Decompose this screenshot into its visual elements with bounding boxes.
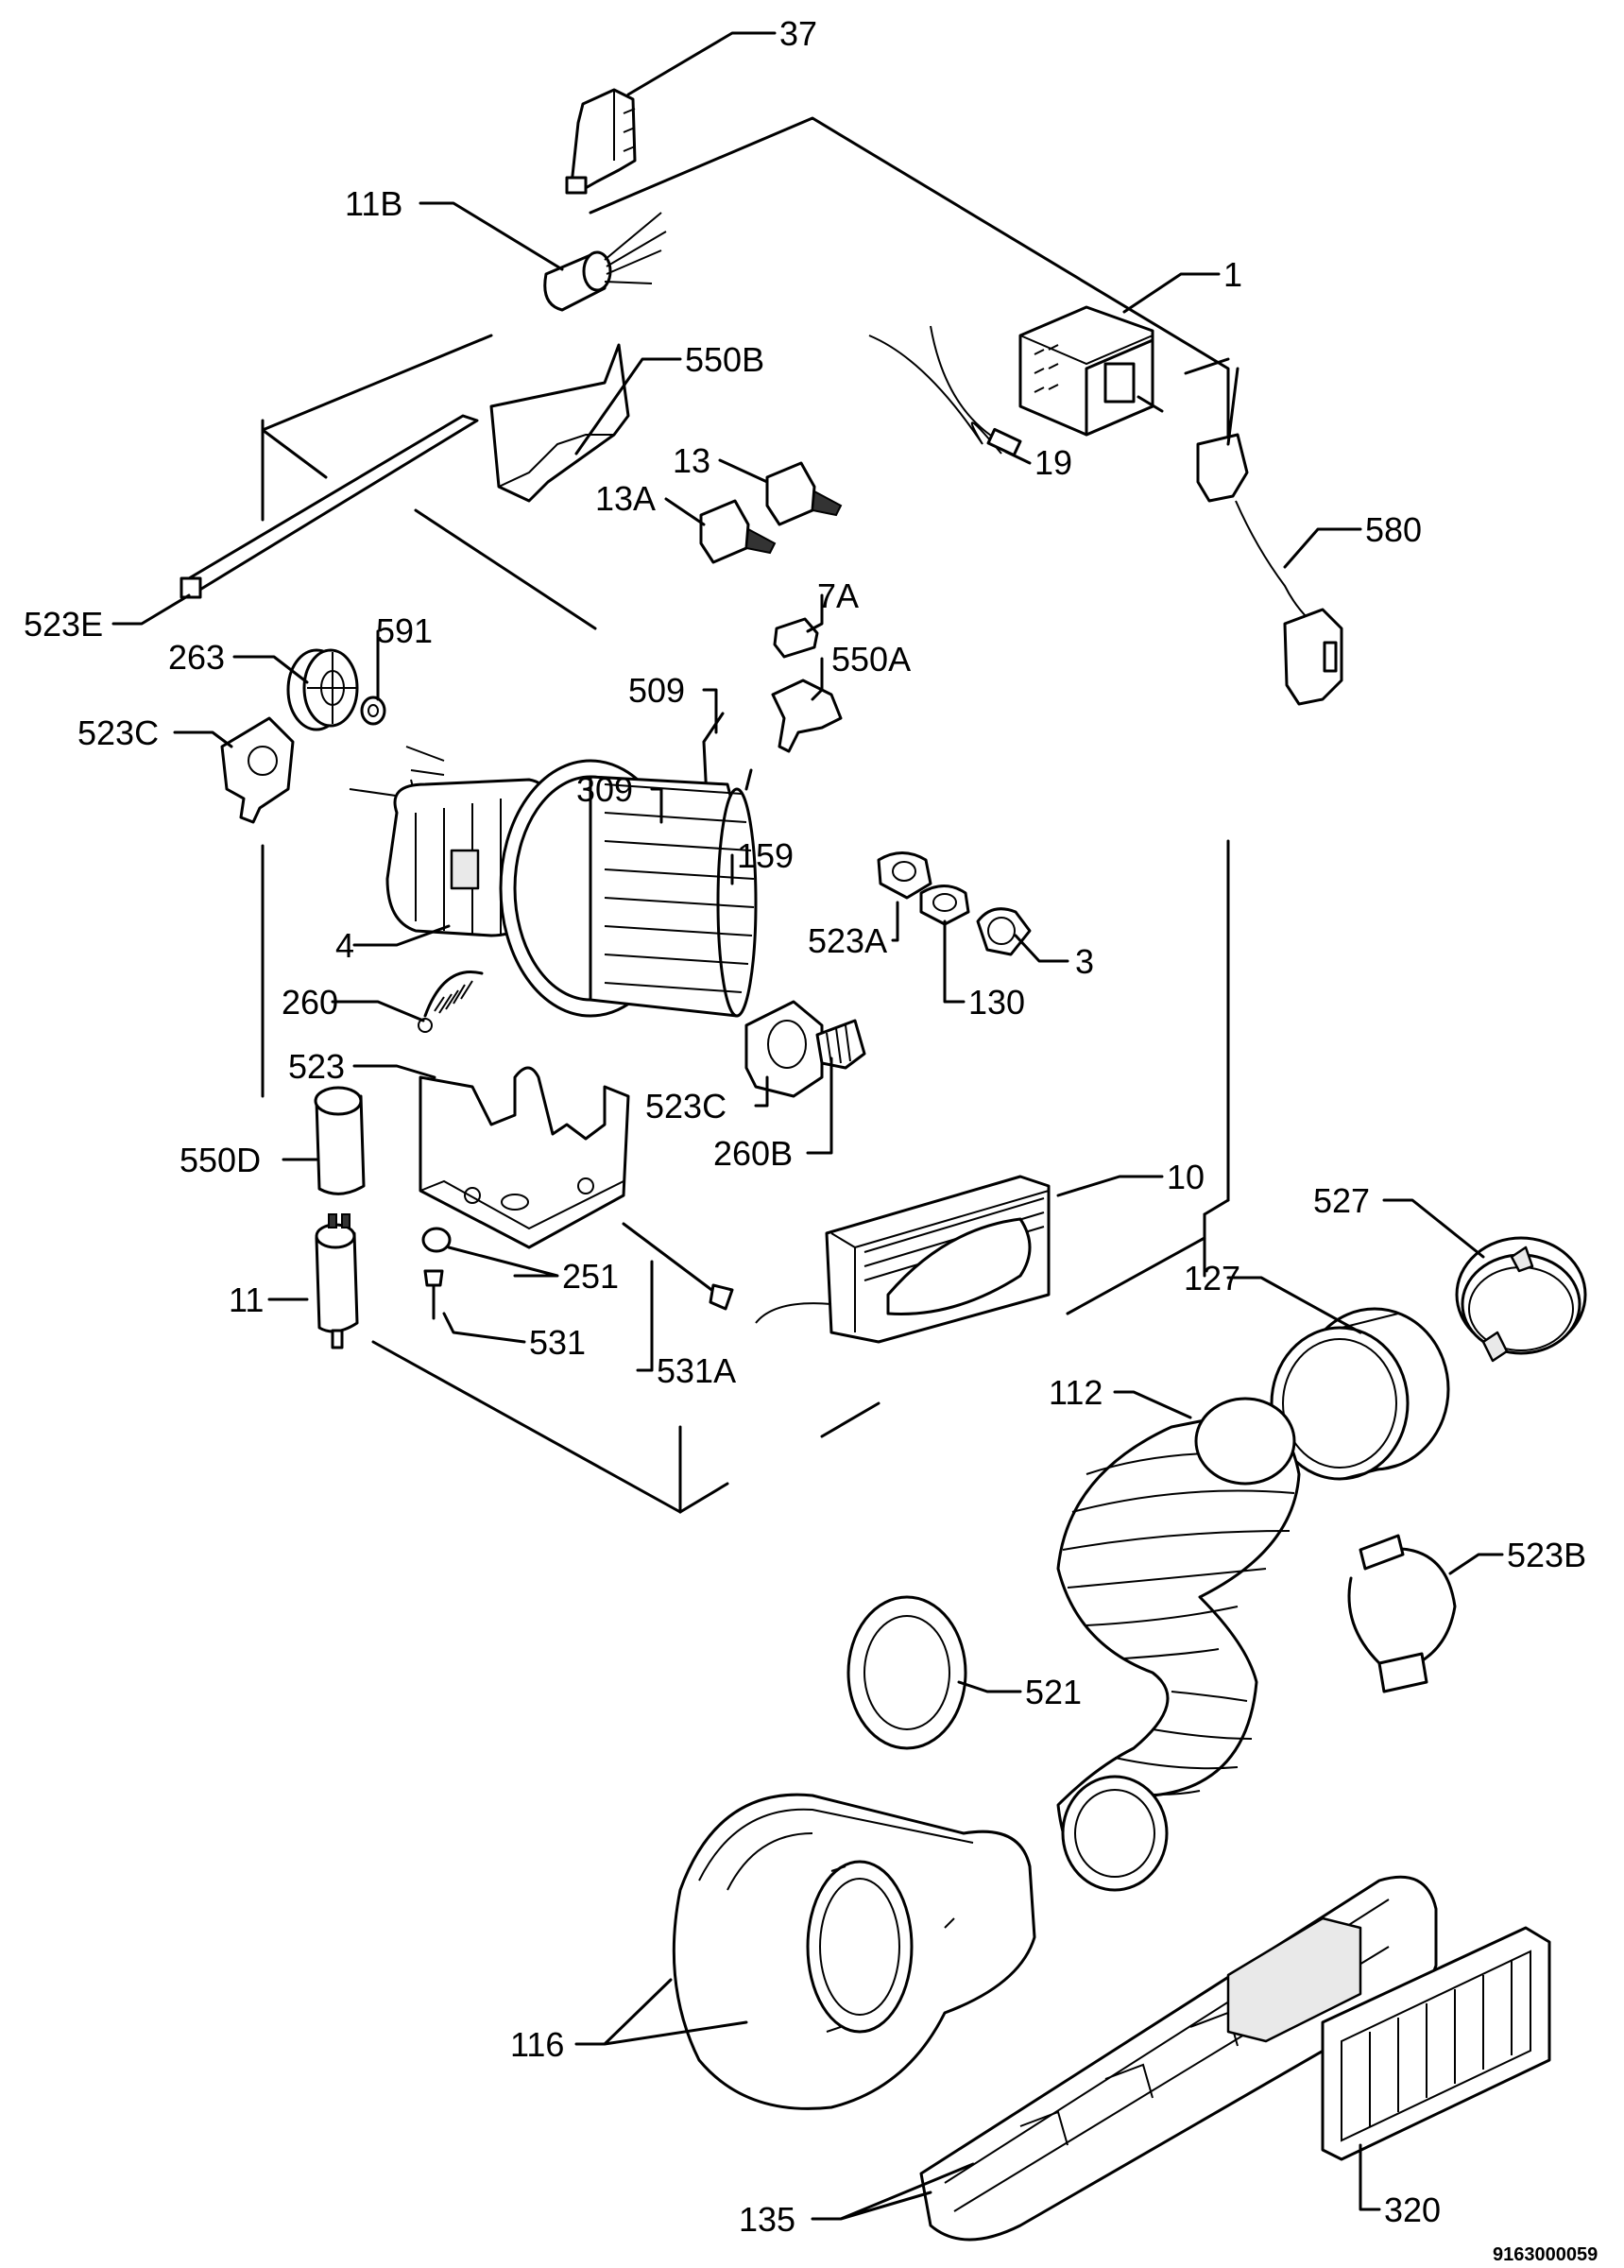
- part-37-bracket: [565, 88, 637, 195]
- label-550a: 550A: [831, 640, 911, 679]
- part-523b-hose-clamp: [1347, 1534, 1457, 1693]
- label-509: 509: [628, 671, 685, 710]
- part-127-hose-ring: [1270, 1307, 1450, 1481]
- cabinet-outline: [261, 116, 1230, 1514]
- part-523e-seal-strip: [179, 414, 479, 599]
- label-550b: 550B: [685, 340, 764, 379]
- label-523e: 523E: [24, 605, 103, 644]
- part-523c-bearing-bracket-right: [744, 1000, 824, 1098]
- label-531: 531: [529, 1323, 586, 1362]
- part-260b-spring: [815, 1019, 866, 1070]
- label-135: 135: [739, 2200, 795, 2239]
- label-112: 112: [1049, 1373, 1103, 1412]
- label-11: 11: [229, 1280, 264, 1319]
- part-523-motor-bracket: [419, 1066, 630, 1249]
- part-116-fan-housing: [672, 1793, 1036, 2110]
- label-523c-bot: 523C: [645, 1087, 727, 1125]
- label-127: 127: [1184, 1259, 1240, 1297]
- label-1: 1: [1223, 255, 1242, 294]
- label-263: 263: [168, 638, 225, 677]
- part-523c-bearing-bracket-left: [220, 716, 295, 824]
- label-527: 527: [1313, 1181, 1370, 1220]
- part-11-capacitor: [315, 1213, 359, 1349]
- label-116: 116: [510, 2025, 564, 2064]
- part-591-washer: [360, 696, 386, 726]
- label-4: 4: [335, 926, 354, 965]
- part-13a-switch: [699, 499, 777, 564]
- label-13a: 13A: [595, 479, 656, 518]
- part-260-spring: [418, 971, 484, 1033]
- part-550d-capacitor: [314, 1086, 366, 1195]
- part-531-screw: [423, 1269, 444, 1320]
- part-19-sensor: [868, 325, 1022, 457]
- label-320: 320: [1384, 2191, 1441, 2229]
- label-3: 3: [1075, 942, 1094, 981]
- label-580: 580: [1365, 510, 1422, 549]
- part-523a-gasket: [877, 851, 932, 900]
- part-1-selector-switch: [1018, 305, 1164, 437]
- label-523c-top: 523C: [77, 713, 159, 752]
- label-130: 130: [968, 983, 1025, 1022]
- part-263-pulley: [286, 648, 359, 731]
- part-320-grille: [1321, 1926, 1551, 2161]
- part-527-hose-adapter: [1455, 1236, 1587, 1363]
- label-251: 251: [562, 1257, 619, 1296]
- part-7a-microswitch: [773, 617, 819, 659]
- part-550a-holder: [771, 679, 843, 753]
- part-labels: 37 11B 1 550B 13 13A 19 580 523E 263 591…: [24, 14, 1598, 2265]
- label-260b: 260B: [713, 1134, 793, 1173]
- label-523: 523: [288, 1047, 345, 1086]
- label-550d: 550D: [179, 1141, 261, 1179]
- label-10: 10: [1167, 1158, 1205, 1196]
- label-7a: 7A: [817, 576, 859, 615]
- label-13: 13: [673, 441, 710, 480]
- part-531a-long-bolt: [622, 1222, 734, 1311]
- part-550b-duct-plate: [489, 343, 630, 503]
- part-3-bearing: [976, 907, 1032, 956]
- part-580-door-switch: [1196, 433, 1343, 706]
- label-523a: 523A: [808, 921, 887, 960]
- label-309: 309: [576, 770, 633, 809]
- label-11b: 11B: [345, 184, 402, 223]
- label-521: 521: [1025, 1673, 1082, 1711]
- part-251-nut: [421, 1227, 452, 1253]
- label-159: 159: [737, 836, 794, 875]
- label-19: 19: [1034, 443, 1072, 482]
- part-10-heating-element: [755, 1175, 1051, 1344]
- leader-lines: [111, 31, 1504, 2221]
- part-13-switch: [765, 461, 843, 526]
- label-37: 37: [779, 14, 817, 53]
- part-521-seal-ring: [846, 1595, 967, 1750]
- drawing-number: 9163000059: [1493, 2244, 1598, 2265]
- label-523b: 523B: [1507, 1536, 1586, 1574]
- part-11b-capacitor: [543, 212, 667, 312]
- label-260: 260: [282, 983, 338, 1022]
- part-309-159-blower-wheel: [499, 759, 758, 1018]
- label-591: 591: [376, 611, 433, 650]
- part-112-flexible-hose: [1056, 1397, 1301, 1892]
- part-130-ring: [919, 885, 970, 926]
- label-531a: 531A: [657, 1351, 736, 1390]
